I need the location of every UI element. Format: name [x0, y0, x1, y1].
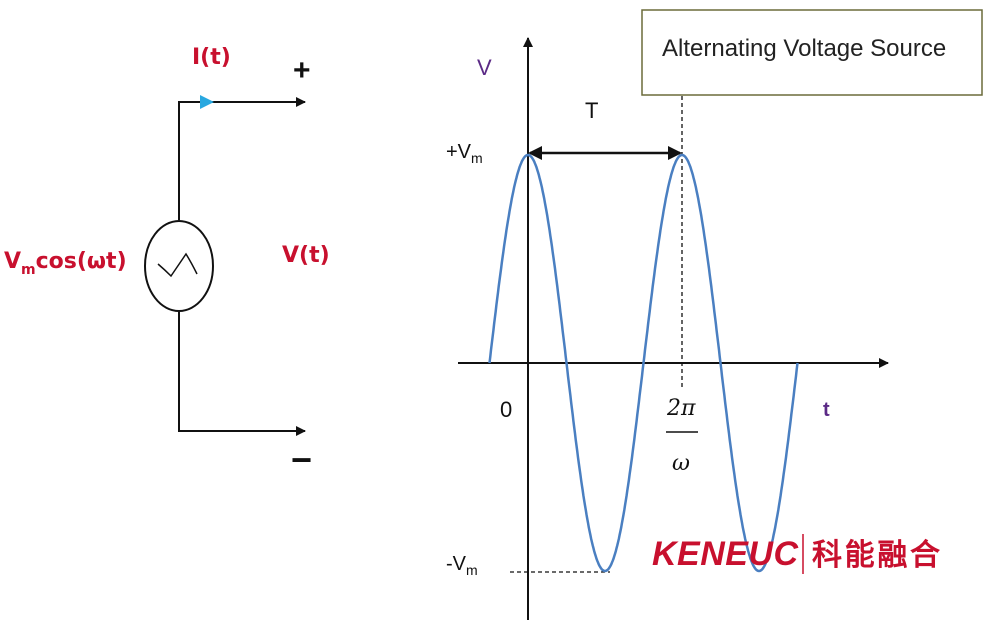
trough-label: -Vm: [446, 553, 478, 578]
circuit: I(t) + − Vmcos(ωt) V(t): [4, 45, 330, 480]
title-box: Alternating Voltage Source: [641, 9, 983, 96]
minus-label: −: [291, 439, 312, 480]
peak-label: +Vm: [446, 141, 483, 166]
period-tick-denominator: ω: [672, 451, 690, 476]
voltage-label: V(t): [282, 243, 330, 268]
sine-icon: [157, 252, 198, 278]
watermark-brand: KENEUC: [652, 535, 798, 573]
title-text: Alternating Voltage Source: [662, 35, 946, 62]
waveform-graph: V t T +Vm -Vm 0 2π ω: [446, 37, 889, 620]
source-label: Vmcos(ωt): [4, 249, 127, 278]
current-label: I(t): [192, 45, 231, 70]
watermark-logo: KENEUC 科能融合: [652, 534, 940, 574]
y-axis-label: V: [477, 55, 492, 80]
origin-label: 0: [500, 397, 512, 422]
bottom-wire: [178, 312, 306, 436]
x-axis-label: t: [823, 399, 830, 421]
period-tick-numerator: 2π: [666, 396, 696, 421]
current-arrow-icon: [200, 95, 214, 109]
voltage-waveform: [488, 153, 799, 573]
top-wire: [178, 97, 306, 220]
watermark-chinese: 科能融合: [812, 538, 940, 572]
plus-label: +: [293, 54, 311, 87]
period-arrow-left-icon: [528, 146, 542, 160]
ac-source-symbol: [144, 220, 214, 312]
period-label: T: [585, 98, 598, 123]
period-arrow-right-icon: [668, 146, 682, 160]
